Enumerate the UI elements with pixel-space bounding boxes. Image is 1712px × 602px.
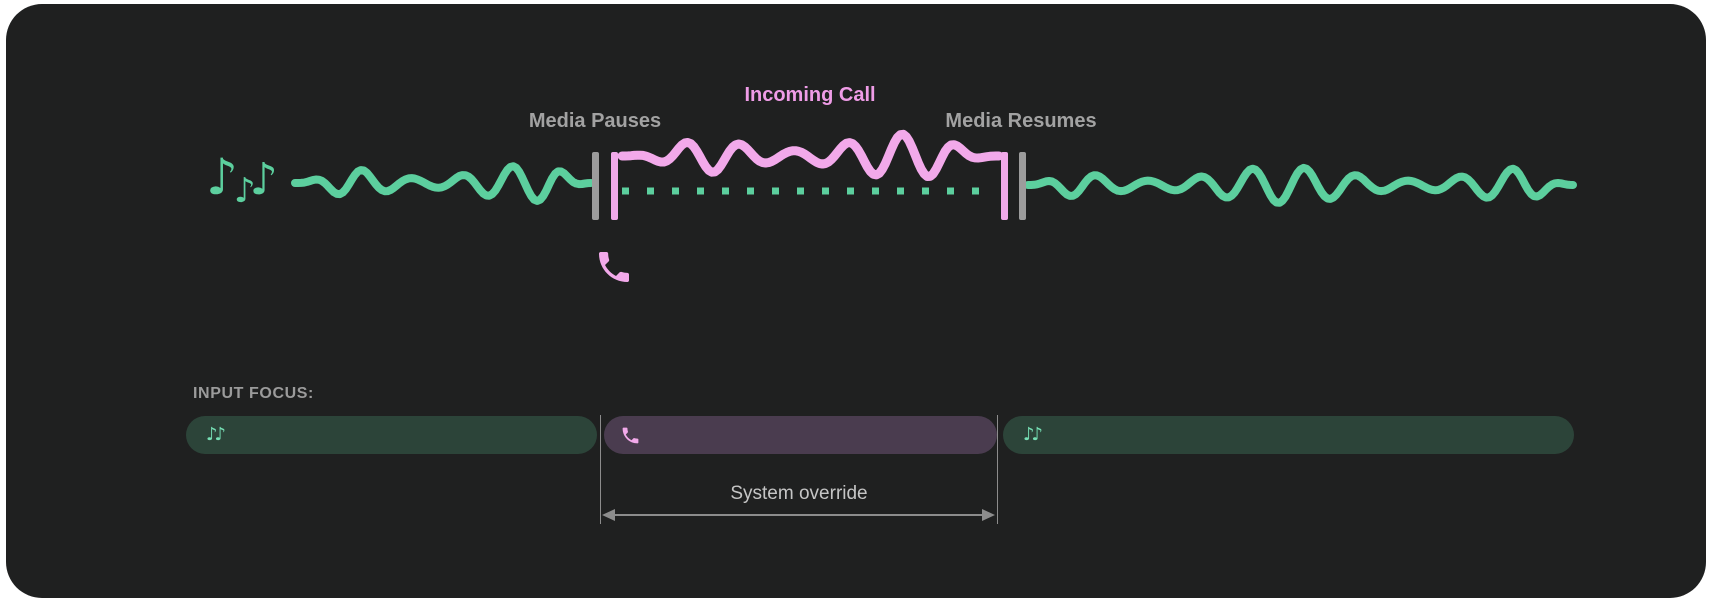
input-focus-heading: INPUT FOCUS: <box>193 385 314 402</box>
incoming-call-label: Incoming Call <box>744 84 876 106</box>
phone-icon-glyph <box>599 252 629 282</box>
media-wave-before <box>291 162 595 205</box>
pause-marker-bar <box>1001 152 1008 220</box>
pause-marker-bar <box>1019 152 1026 220</box>
override-guide-right <box>997 415 998 524</box>
waveform-paths <box>291 129 1577 207</box>
focus-bar-call <box>604 416 997 454</box>
system-override-arrow <box>602 509 995 521</box>
phone-icon <box>622 427 639 443</box>
call-wave <box>617 129 1004 181</box>
media-wave-after <box>1024 163 1577 207</box>
media-pauses-label: Media Pauses <box>528 110 662 132</box>
music-note-glyph: ♪ <box>233 171 256 211</box>
focus-bar-media-after: ♪♪ <box>1003 416 1574 454</box>
music-notes-icon: ♪♪ <box>1023 424 1043 445</box>
system-override-label: System override <box>730 483 868 504</box>
pause-marker-bar <box>611 152 618 220</box>
music-note-glyph: ♪ <box>206 148 238 206</box>
music-note-glyph: ♪ <box>249 154 278 205</box>
media-resumes-label: Media Resumes <box>945 110 1097 132</box>
pause-resume-markers <box>592 152 1026 220</box>
pause-marker-bar <box>592 152 599 220</box>
audio-focus-diagram-card <box>6 4 1706 598</box>
timeline-waveform-canvas <box>291 129 1577 220</box>
music-notes-icon: ♪♪ <box>206 424 226 445</box>
override-guide-left <box>600 415 601 524</box>
music-notes-icon: ♪ ♪ ♪ <box>206 152 278 208</box>
phone-icon-glyph <box>622 427 639 443</box>
focus-bar-media-before: ♪♪ <box>186 416 597 454</box>
phone-icon <box>599 252 629 282</box>
